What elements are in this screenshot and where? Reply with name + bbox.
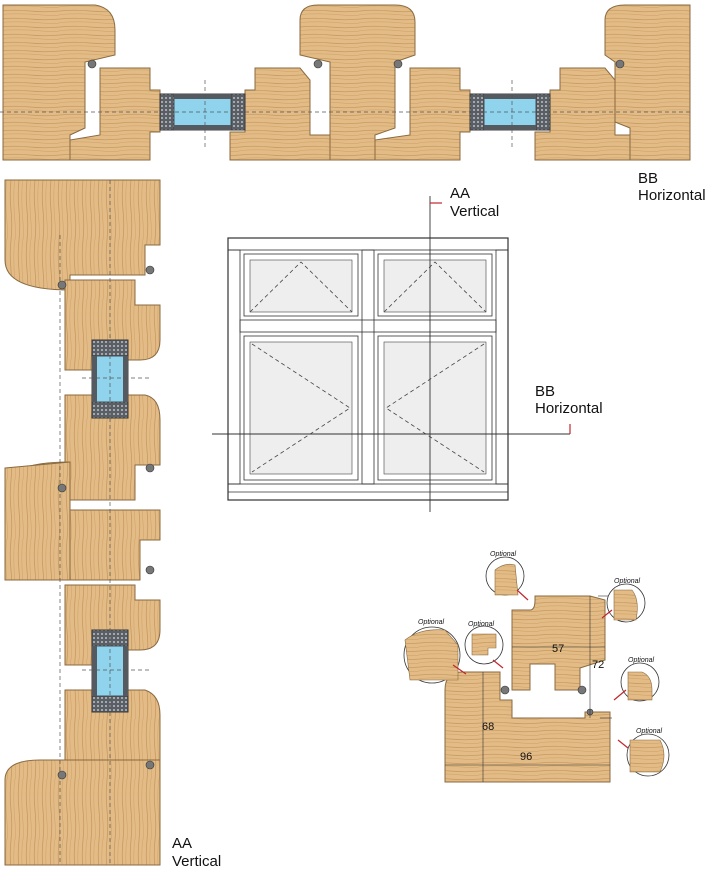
- transom-drip: [69, 509, 161, 581]
- dimension-sash-width: 57: [552, 643, 564, 655]
- sash-right-2: [534, 67, 631, 161]
- horizontal-section-bb: [0, 4, 691, 161]
- label-aa-vertical-bottom-2: Vertical: [172, 853, 221, 870]
- label-aa-vertical: AA: [450, 185, 470, 202]
- glazing-unit-right: [469, 93, 551, 131]
- central-mullion: [299, 4, 416, 161]
- dimension-frame-height: 68: [482, 721, 494, 733]
- glazing-unit-top: [91, 339, 129, 419]
- optional-callout-2: Optional: [601, 578, 646, 623]
- window-elevation: [212, 196, 571, 512]
- sill: [4, 759, 161, 866]
- sash-left-2: [229, 67, 331, 161]
- profile-detail: 57 72 68 96 Optional Optional Optional: [403, 551, 670, 783]
- optional-label-3: Optional: [418, 619, 445, 626]
- glazing-unit-left: [159, 93, 246, 131]
- head-frame: [4, 179, 161, 291]
- optional-label-1: Optional: [490, 551, 517, 558]
- pane-bottom-left: [249, 341, 353, 475]
- pane-bottom-right: [383, 341, 487, 475]
- optional-callout-3: Optional: [403, 619, 467, 684]
- pane-top-right: [383, 259, 487, 313]
- label-aa-vertical-bottom: AA: [172, 835, 192, 852]
- dimension-frame-width: 96: [520, 751, 532, 763]
- label-bb-horizontal-top: BB: [638, 170, 658, 187]
- optional-callout-6: Optional: [617, 728, 670, 777]
- optional-label-6: Optional: [636, 728, 663, 735]
- pane-top-left: [249, 259, 353, 313]
- label-bb-horizontal-mid: BB: [535, 383, 555, 400]
- optional-label-4: Optional: [468, 621, 495, 628]
- dimension-sash-height: 72: [592, 659, 604, 671]
- label-bb-horizontal-mid-2: Horizontal: [535, 400, 603, 417]
- outer-frame-left: [2, 4, 116, 161]
- label-aa-vertical-2: Vertical: [450, 203, 499, 220]
- outer-frame-right: [604, 4, 691, 161]
- frame-profile: [444, 671, 611, 783]
- sash-profile: [511, 595, 606, 691]
- optional-label-5: Optional: [628, 657, 655, 664]
- optional-callout-1: Optional: [485, 551, 529, 601]
- label-bb-horizontal-top-2: Horizontal: [638, 187, 706, 204]
- transom-block: [4, 461, 71, 581]
- optional-callout-5: Optional: [613, 657, 660, 702]
- sash-left-1: [69, 67, 161, 161]
- vertical-section-aa: [4, 179, 161, 866]
- optional-callout-4: Optional: [464, 621, 504, 669]
- sash-right-1: [374, 67, 471, 161]
- optional-label-2: Optional: [614, 578, 641, 585]
